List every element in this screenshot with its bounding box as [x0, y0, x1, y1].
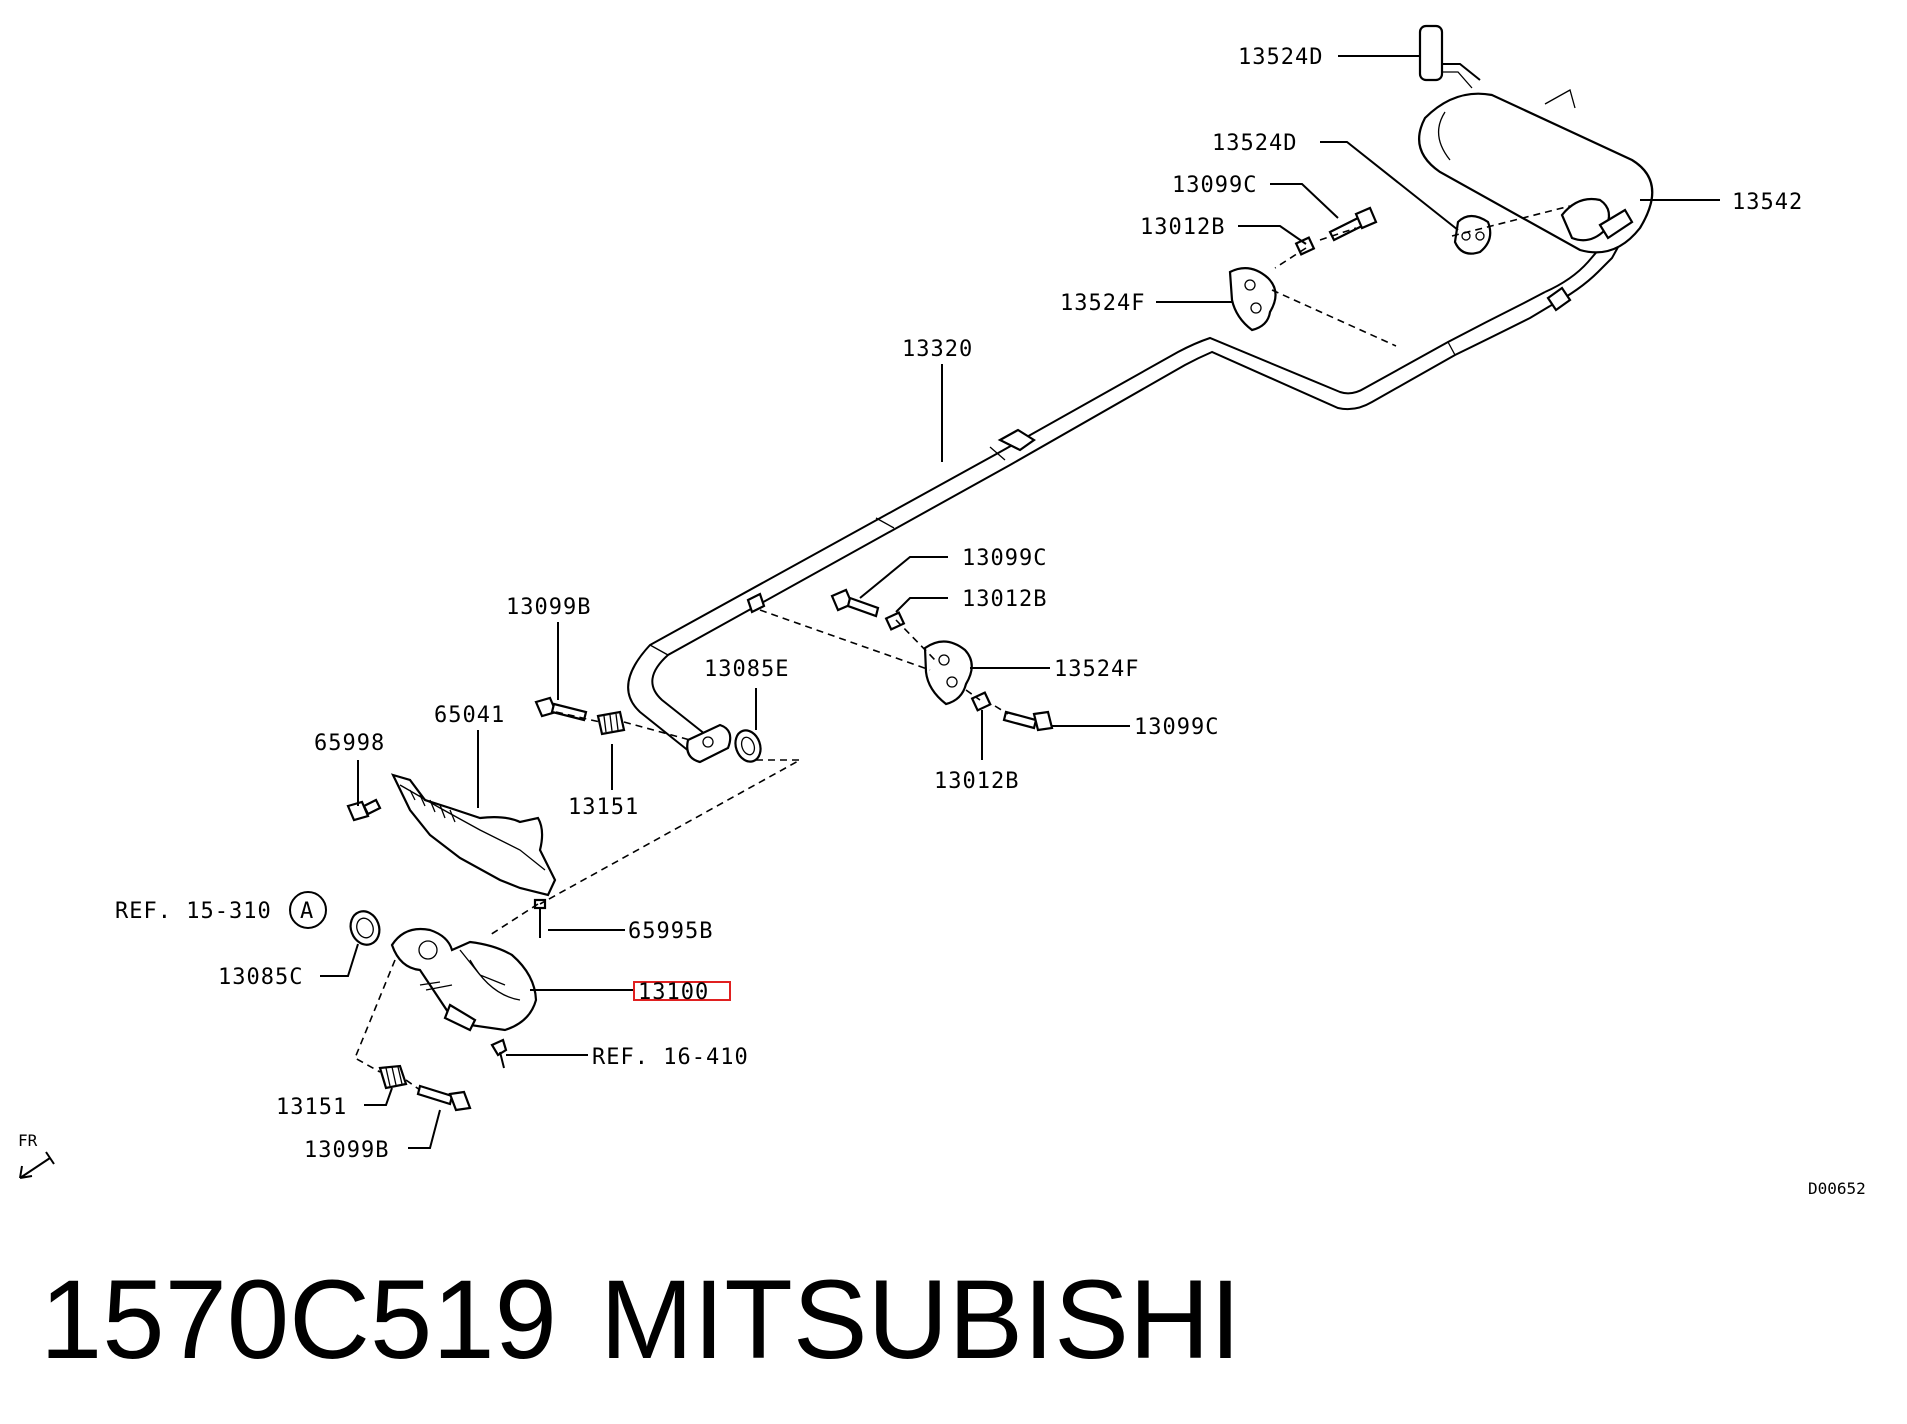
label-65998: 65998 — [314, 731, 385, 756]
label-13099C-low: 13099C — [1134, 715, 1219, 740]
bolt-13099B-bottom — [416, 1084, 472, 1112]
highlight-box-13100 — [633, 981, 731, 1001]
label-13012B-low: 13012B — [934, 769, 1019, 794]
label-13524F-mid: 13524F — [1054, 657, 1139, 682]
collar-13012B-low — [970, 691, 992, 712]
label-13151-bottom: 13151 — [276, 1095, 347, 1120]
spring-13151-top — [596, 710, 626, 736]
label-13524F-top: 13524F — [1060, 291, 1145, 316]
leader-lines — [320, 55, 1720, 1149]
label-13320: 13320 — [902, 337, 973, 362]
label-circle-a: A — [300, 899, 314, 924]
label-13151-top: 13151 — [568, 795, 639, 820]
bolt-65998 — [346, 798, 382, 822]
label-13100: 13100 — [638, 980, 709, 1005]
catalytic-converter-13100 — [390, 927, 538, 1032]
label-13099C-mid: 13099C — [962, 546, 1047, 571]
bolt-13099B-top — [534, 696, 588, 722]
callout-labels: 13524D 13524D 13099C 13012B 13524F 13542… — [115, 45, 1803, 1163]
rubber-hanger-13524D-mid — [1453, 214, 1492, 255]
part-number-caption: 1570C519 — [40, 1257, 557, 1382]
bolt-13099C-mid — [830, 588, 880, 618]
heat-protector-65041 — [390, 773, 557, 897]
reference-circle-a — [289, 891, 327, 929]
muffler-13542 — [1418, 71, 1654, 254]
label-13012B-mid: 13012B — [962, 587, 1047, 612]
label-13524D-top: 13524D — [1238, 45, 1323, 70]
brand-caption: MITSUBISHI — [600, 1257, 1241, 1382]
front-direction-indicator: FR — [18, 1131, 55, 1179]
bolt-13099C-low — [1002, 710, 1054, 732]
exhaust-pipe-13320 — [627, 221, 1629, 764]
spring-13151-bottom — [378, 1064, 408, 1090]
label-13099B-bottom: 13099B — [304, 1138, 389, 1163]
label-13012B-top: 13012B — [1140, 215, 1225, 240]
collar-13012B-mid — [884, 611, 906, 631]
gasket-13085E — [734, 729, 762, 763]
label-13524D-mid: 13524D — [1212, 131, 1297, 156]
hanger-bracket-13524F-mid — [923, 640, 973, 706]
oxygen-sensor-ref-16-410 — [490, 1038, 508, 1069]
rubber-hanger-13524D-top — [1418, 24, 1444, 82]
gasket-13085C — [349, 910, 381, 946]
label-fr: FR — [18, 1131, 38, 1150]
hanger-bracket-13524F-top — [1228, 267, 1277, 332]
label-13085C: 13085C — [218, 965, 303, 990]
label-65041: 65041 — [434, 703, 505, 728]
label-13099C-top: 13099C — [1172, 173, 1257, 198]
label-13099B-top: 13099B — [506, 595, 591, 620]
label-ref-16-410: REF. 16-410 — [592, 1045, 749, 1070]
label-ref-15-310: REF. 15-310 — [115, 899, 272, 924]
assembly-guides — [353, 205, 1571, 1091]
label-13085E: 13085E — [704, 657, 789, 682]
diagram-code: D00652 — [1808, 1179, 1866, 1198]
label-65995B: 65995B — [628, 919, 713, 944]
label-13542: 13542 — [1732, 190, 1803, 215]
